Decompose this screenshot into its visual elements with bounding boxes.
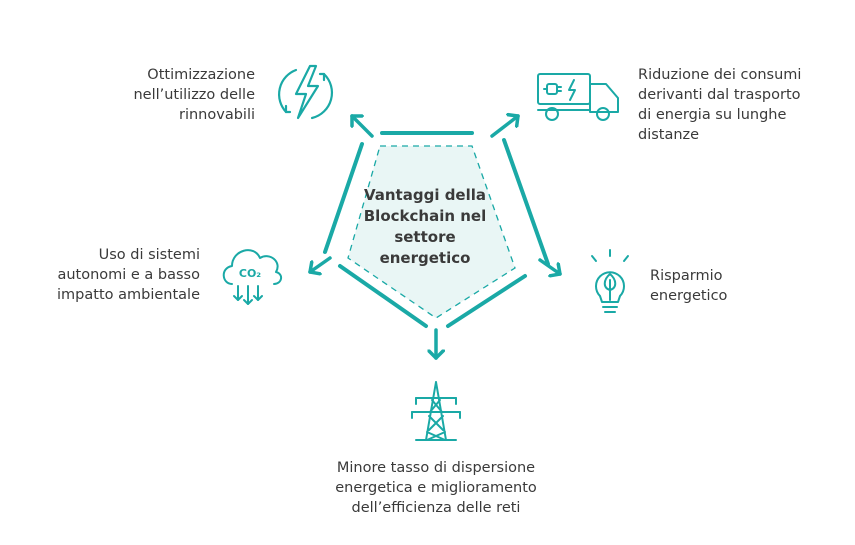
arrow-top-left (350, 116, 374, 138)
benefit-saving-label: Risparmio energetico (650, 266, 727, 306)
pentagon-outline (323, 131, 550, 328)
label-line: energetico (650, 288, 728, 304)
label-line: rinnovabili (179, 107, 255, 123)
label-line: Riduzione dei consumi (638, 67, 802, 83)
electric-truck-icon (537, 73, 619, 121)
lightning-cycle-icon (278, 64, 334, 120)
title-line: settore (394, 228, 456, 246)
direction-arrows (308, 116, 562, 360)
title-line: energetico (379, 249, 471, 267)
co2-cloud-icon (222, 249, 282, 305)
title-line: Blockchain nel (363, 207, 487, 225)
label-line: autonomi e a basso (57, 267, 200, 283)
label-line: Risparmio (650, 268, 723, 284)
arrow-right (538, 258, 562, 274)
label-line: Uso di sistemi (98, 247, 200, 263)
co2-label: CO₂ (239, 267, 261, 280)
benefit-transport-label: Riduzione dei consumi derivanti dal tras… (638, 65, 801, 145)
benefit-grid-label: Minore tasso di dispersione energetica e… (296, 458, 576, 518)
label-line: derivanti dal trasporto (638, 87, 801, 103)
benefit-autonomous-label: Uso di sistemi autonomi e a basso impatt… (57, 245, 200, 305)
power-pylon-icon (411, 381, 461, 441)
center-pentagon (347, 145, 516, 319)
title-line: Vantaggi della (363, 186, 487, 204)
arrow-top-right (490, 116, 520, 138)
label-line: dell’efficienza delle reti (351, 500, 521, 516)
label-line: Minore tasso di dispersione (336, 460, 536, 476)
label-line: nell’utilizzo delle (133, 87, 255, 103)
label-line: di energia su lunghe (638, 107, 787, 123)
diagram-title: Vantaggi della Blockchain nel settore en… (330, 185, 520, 269)
eco-lightbulb-icon (591, 249, 629, 313)
label-line: Ottimizzazione (147, 67, 255, 83)
benefit-renewables-label: Ottimizzazione nell’utilizzo delle rinno… (133, 65, 255, 125)
arrow-left (308, 256, 332, 272)
label-line: impatto ambientale (57, 287, 200, 303)
label-line: distanze (638, 127, 700, 143)
label-line: energetica e miglioramento (335, 480, 537, 496)
